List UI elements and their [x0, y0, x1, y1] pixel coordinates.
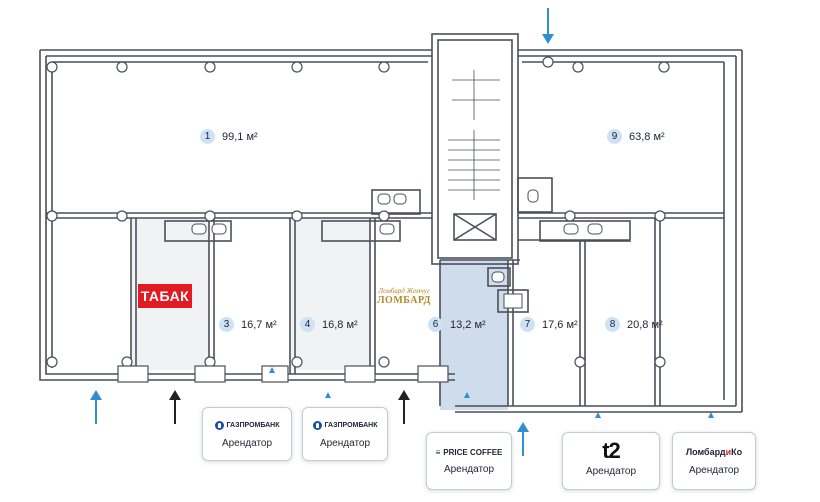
- tenant-role: Арендатор: [443, 464, 495, 475]
- unit-4-fill[interactable]: [290, 218, 370, 370]
- tenant-brand: ≡ PRICE COFFEE: [427, 448, 511, 457]
- outer-walls: [39, 33, 743, 413]
- tenant-role: Арендатор: [585, 466, 637, 477]
- unit-area: 99,1 м²: [222, 130, 258, 143]
- columns: [46, 56, 670, 368]
- tenant-card-t2[interactable]: t2 Арендатор: [562, 432, 660, 490]
- unit-number-badge: 9: [607, 129, 622, 144]
- tenant-brand-part: и: [725, 447, 732, 457]
- unit-3-label[interactable]: 3 16,7 м²: [219, 317, 277, 332]
- unit-9-label[interactable]: 9 63,8 м²: [607, 129, 665, 144]
- tenant-card-price-coffee[interactable]: ≡ PRICE COFFEE Арендатор: [426, 432, 512, 490]
- unit-7-label[interactable]: 7 17,6 м²: [520, 317, 578, 332]
- tenant-role: Арендатор: [319, 438, 371, 449]
- entrance-marker: [464, 392, 470, 398]
- entrance-arrow-dark-2: [398, 390, 410, 424]
- unit-number-badge: 6: [428, 317, 443, 332]
- entrance-arrow-dark-1: [169, 390, 181, 424]
- unit-area: 63,8 м²: [629, 130, 665, 143]
- sanitary-fixtures: [191, 189, 603, 309]
- unit-area: 13,2 м²: [450, 318, 486, 331]
- tenant-brand: ГАЗПРОМБАНК: [303, 421, 387, 430]
- unit-6-fill[interactable]: [440, 260, 508, 410]
- entrance-arrow-top: [542, 8, 554, 44]
- entrance-marker: [708, 412, 714, 418]
- unit-area: 16,8 м²: [322, 318, 358, 331]
- tenant-brand-name: PRICE COFFEE: [443, 448, 503, 457]
- unit-4-label[interactable]: 4 16,8 м²: [300, 317, 358, 332]
- unit-number-badge: 8: [605, 317, 620, 332]
- gazprombank-logo-icon: [312, 421, 322, 430]
- unit-number-badge: 3: [219, 317, 234, 332]
- lombardiko-logo-icon: ЛомбардиКо: [673, 447, 755, 457]
- tenant-role: Арендатор: [688, 465, 740, 476]
- lombard-sign-title: ЛОМБАРД: [377, 295, 431, 306]
- price-coffee-logo-icon: ≡: [435, 448, 441, 457]
- unit-area: 17,6 м²: [542, 318, 578, 331]
- unit-6-label[interactable]: 6 13,2 м²: [428, 317, 486, 332]
- tenant-brand: t2: [563, 438, 659, 464]
- entrance-arrow-bottom: [517, 422, 529, 456]
- tenant-brand-name: ГАЗПРОМБАНК: [324, 422, 378, 429]
- entrance-arrow-left: [90, 390, 102, 424]
- tenant-card-gazprombank-2[interactable]: ГАЗПРОМБАНК Арендатор: [302, 407, 388, 461]
- lombard-sign: Ломбард Жемчуг ЛОМБАРД: [374, 287, 434, 306]
- tenant-brand-name: ГАЗПРОМБАНК: [226, 422, 280, 429]
- entrance-marker: [325, 392, 331, 398]
- t2-logo-icon: t2: [602, 438, 621, 463]
- unit-area: 20,8 м²: [627, 318, 663, 331]
- tenant-brand-part: Ломбард: [685, 447, 726, 457]
- lombard-sign-script: Ломбард Жемчуг: [378, 287, 430, 295]
- shopfront-doors: [117, 365, 449, 383]
- tenant-card-gazprombank-1[interactable]: ГАЗПРОМБАНК Арендатор: [202, 407, 292, 461]
- tenant-card-lombardiko[interactable]: ЛомбардиКо Арендатор: [672, 432, 756, 490]
- entrance-marker: [595, 412, 601, 418]
- unit-1-label[interactable]: 1 99,1 м²: [200, 129, 258, 144]
- tenant-brand: ГАЗПРОМБАНК: [203, 421, 291, 430]
- unit-8-label[interactable]: 8 20,8 м²: [605, 317, 663, 332]
- entrance-marker: [269, 367, 275, 373]
- tenant-brand-part: Ко: [731, 447, 743, 457]
- gazprombank-logo-icon: [214, 421, 224, 430]
- unit-number-badge: 7: [520, 317, 535, 332]
- unit-number-badge: 4: [300, 317, 315, 332]
- entrance-arrows: [90, 8, 714, 456]
- tenant-role: Арендатор: [221, 438, 273, 449]
- unit-area: 16,7 м²: [241, 318, 277, 331]
- tabak-sign: ТАБАК: [138, 284, 192, 308]
- unit-number-badge: 1: [200, 129, 215, 144]
